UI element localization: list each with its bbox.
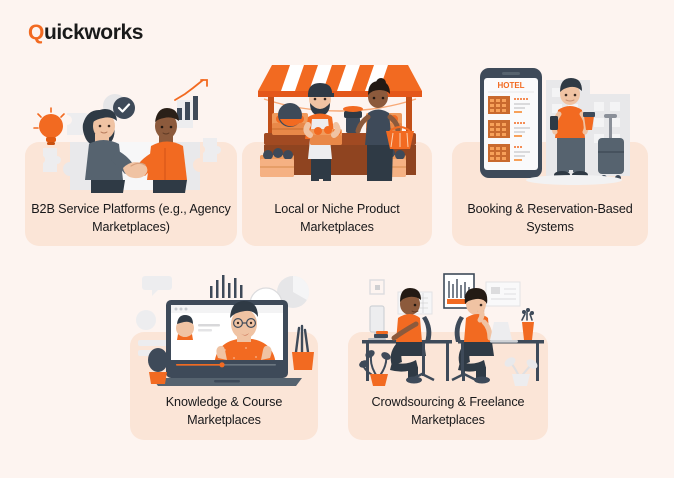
cactus-plant (148, 348, 168, 384)
freelancer-right (451, 288, 494, 384)
bar-chart-icon (174, 79, 208, 120)
potted-plant-right (504, 357, 538, 386)
card-label-knowledge-course: Knowledge & Course Marketplaces (165, 395, 283, 428)
market-stall-vendor-illustration (250, 55, 430, 195)
freelancers-at-desks-illustration (348, 262, 548, 386)
phone-device: HOTEL (480, 68, 542, 178)
weighing-scale (343, 106, 363, 133)
flower-vase (521, 308, 534, 340)
laptop (152, 300, 302, 386)
pie-chart-decor (277, 275, 310, 308)
hotel-booking-phone-illustration: HOTEL (462, 60, 642, 195)
hotel-listing-rows (488, 96, 530, 162)
card-label-booking-reservation: Booking & Reservation-Based Systems (467, 202, 633, 235)
potted-plant-left (359, 350, 391, 386)
card-label-crowdsourcing-freelance: Crowdsourcing & Freelance Marketplaces (371, 395, 525, 428)
handshake-partnership-illustration (25, 78, 237, 193)
online-course-laptop-illustration (130, 258, 326, 386)
laptop-device (490, 322, 518, 343)
card-label-local-niche-product: Local or Niche Product Marketplaces (274, 202, 400, 235)
card-label-b2b-service-platforms: B2B Service Platforms (e.g., Agency Mark… (31, 202, 231, 235)
desk-items (374, 331, 388, 338)
phone-screen-title: HOTEL (497, 81, 524, 90)
coffee-cup (583, 112, 595, 130)
vendor-person (303, 83, 342, 181)
equalizer-bars (210, 275, 243, 298)
traveler-person (550, 78, 595, 179)
customer-person (355, 78, 414, 181)
person-right (135, 108, 187, 193)
stall-awning (258, 65, 422, 112)
lightbulb-icon (33, 107, 65, 145)
wall-decor (369, 273, 521, 315)
freelancer-left (390, 288, 435, 384)
handshake (123, 162, 148, 179)
pencil-cup (292, 324, 314, 370)
brand-logo: Quickworks (28, 22, 143, 43)
brand-logo-accent-letter: Q (28, 21, 44, 44)
handheld-phone (550, 116, 558, 130)
watermelon (278, 103, 302, 127)
brand-logo-text: uickworks (43, 21, 144, 44)
person-left (82, 109, 135, 193)
participant-thumbnail (176, 315, 220, 340)
video-progress-bar (171, 360, 283, 369)
